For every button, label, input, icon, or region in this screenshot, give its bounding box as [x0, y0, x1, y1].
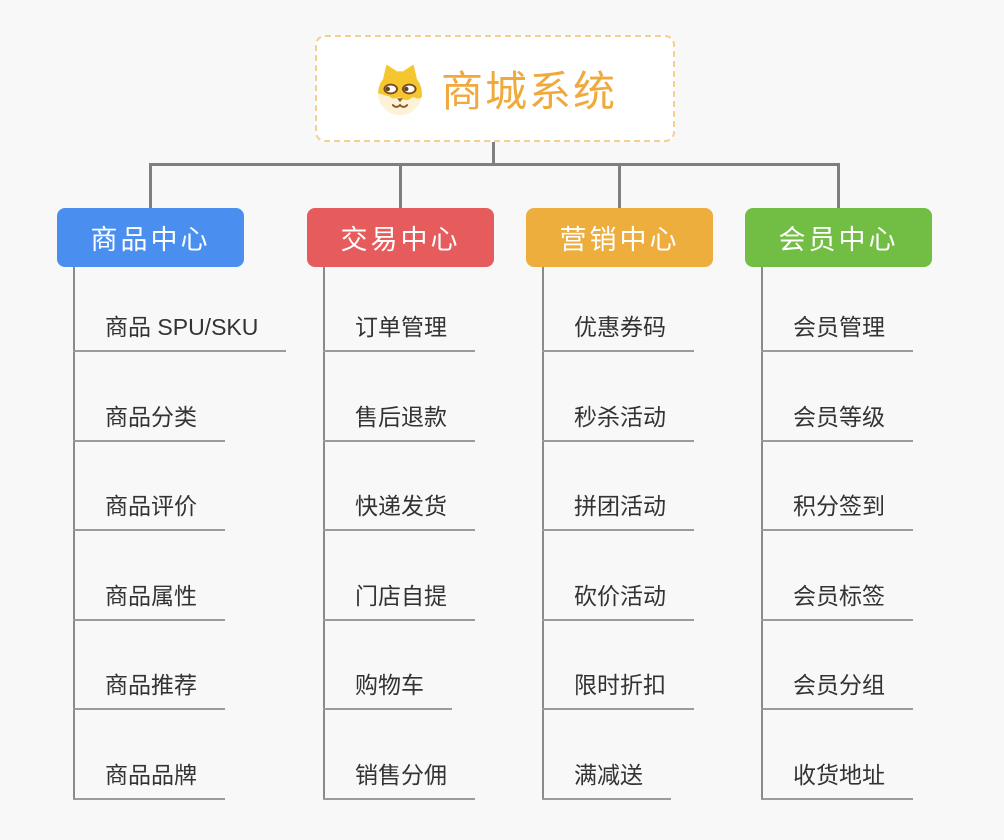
leaf-row: 订单管理: [323, 267, 557, 352]
leaf-node[interactable]: 会员分组: [761, 666, 913, 711]
leaf-row: 满减送: [542, 710, 776, 800]
leaf-row: 商品属性: [73, 531, 307, 621]
leaf-row: 优惠券码: [542, 267, 776, 352]
connector-stub-marketing: [618, 166, 621, 208]
leaf-node[interactable]: 拼团活动: [542, 487, 694, 532]
leaf-row: 商品品牌: [73, 710, 307, 800]
leaf-node[interactable]: 销售分佣: [323, 756, 475, 800]
root-title: 商城系统: [440, 68, 617, 115]
branch-header-product-center[interactable]: 商品中心: [57, 208, 244, 267]
leaf-row: 会员标签: [761, 531, 995, 621]
leaf-row: 会员分组: [761, 621, 995, 711]
leaf-row: 门店自提: [323, 531, 557, 621]
branch-product-center: 商品中心 商品 SPU/SKU 商品分类商品评价商品属性商品推荐商品品牌: [57, 208, 307, 800]
branch-header-marketing-center[interactable]: 营销中心: [526, 208, 713, 267]
leaf-node[interactable]: 商品分类: [73, 398, 225, 442]
leaf-row: 拼团活动: [542, 442, 776, 532]
branch-leaves-marketing-center: 优惠券码秒杀活动拼团活动砍价活动限时折扣满减送: [542, 267, 776, 800]
leaf-row: 商品推荐: [73, 621, 307, 711]
connector-horizontal-line: [149, 163, 840, 166]
leaf-node[interactable]: 满减送: [542, 756, 671, 800]
leaf-row: 限时折扣: [542, 621, 776, 711]
leaf-row: 积分签到: [761, 442, 995, 532]
connector-stub-members: [837, 166, 840, 208]
leaf-row: 会员等级: [761, 352, 995, 442]
connector-stub-trade: [399, 166, 402, 208]
leaf-node[interactable]: 商品属性: [73, 577, 225, 621]
leaf-row: 商品 SPU/SKU: [73, 267, 307, 352]
leaf-node[interactable]: 会员标签: [761, 577, 913, 621]
dog-face-icon: [378, 64, 422, 115]
leaf-node[interactable]: 门店自提: [323, 577, 475, 621]
leaf-node[interactable]: 购物车: [323, 666, 452, 711]
leaf-node[interactable]: 商品推荐: [73, 666, 225, 711]
leaf-node[interactable]: 秒杀活动: [542, 398, 694, 442]
branch-header-member-center[interactable]: 会员中心: [745, 208, 932, 267]
leaf-row: 收货地址: [761, 710, 995, 800]
leaf-row: 商品评价: [73, 442, 307, 532]
leaf-node[interactable]: 积分签到: [761, 487, 913, 532]
leaf-row: 会员管理: [761, 267, 995, 352]
root-node[interactable]: 商城系统: [315, 35, 675, 142]
leaf-node[interactable]: 快递发货: [323, 487, 475, 532]
branch-leaves-product-center: 商品 SPU/SKU 商品分类商品评价商品属性商品推荐商品品牌: [73, 267, 307, 800]
leaf-row: 购物车: [323, 621, 557, 711]
leaf-node[interactable]: 会员管理: [761, 308, 913, 352]
leaf-node[interactable]: 优惠券码: [542, 308, 694, 352]
branch-header-trade-center[interactable]: 交易中心: [307, 208, 494, 267]
branch-leaves-member-center: 会员管理会员等级积分签到会员标签会员分组收货地址: [761, 267, 995, 800]
leaf-row: 砍价活动: [542, 531, 776, 621]
leaf-row: 售后退款: [323, 352, 557, 442]
leaf-row: 快递发货: [323, 442, 557, 532]
leaf-row: 销售分佣: [323, 710, 557, 800]
leaf-node[interactable]: 会员等级: [761, 398, 913, 442]
leaf-node[interactable]: 砍价活动: [542, 577, 694, 621]
leaf-node[interactable]: 订单管理: [323, 308, 475, 352]
connector-stub-products: [149, 166, 152, 208]
leaf-node[interactable]: 商品 SPU/SKU: [73, 308, 287, 352]
branch-leaves-trade-center: 订单管理售后退款快递发货门店自提购物车销售分佣: [323, 267, 557, 800]
leaf-node[interactable]: 售后退款: [323, 398, 475, 442]
branch-trade-center: 交易中心 订单管理售后退款快递发货门店自提购物车销售分佣: [307, 208, 557, 800]
leaf-node[interactable]: 商品品牌: [73, 756, 225, 800]
leaf-node[interactable]: 限时折扣: [542, 666, 694, 711]
leaf-node[interactable]: 收货地址: [761, 756, 913, 800]
connector-root-stub: [492, 142, 495, 163]
branch-member-center: 会员中心 会员管理会员等级积分签到会员标签会员分组收货地址: [745, 208, 995, 800]
leaf-node[interactable]: 商品评价: [73, 487, 225, 532]
leaf-row: 商品分类: [73, 352, 307, 442]
leaf-row: 秒杀活动: [542, 352, 776, 442]
branch-marketing-center: 营销中心 优惠券码秒杀活动拼团活动砍价活动限时折扣满减送: [526, 208, 776, 800]
